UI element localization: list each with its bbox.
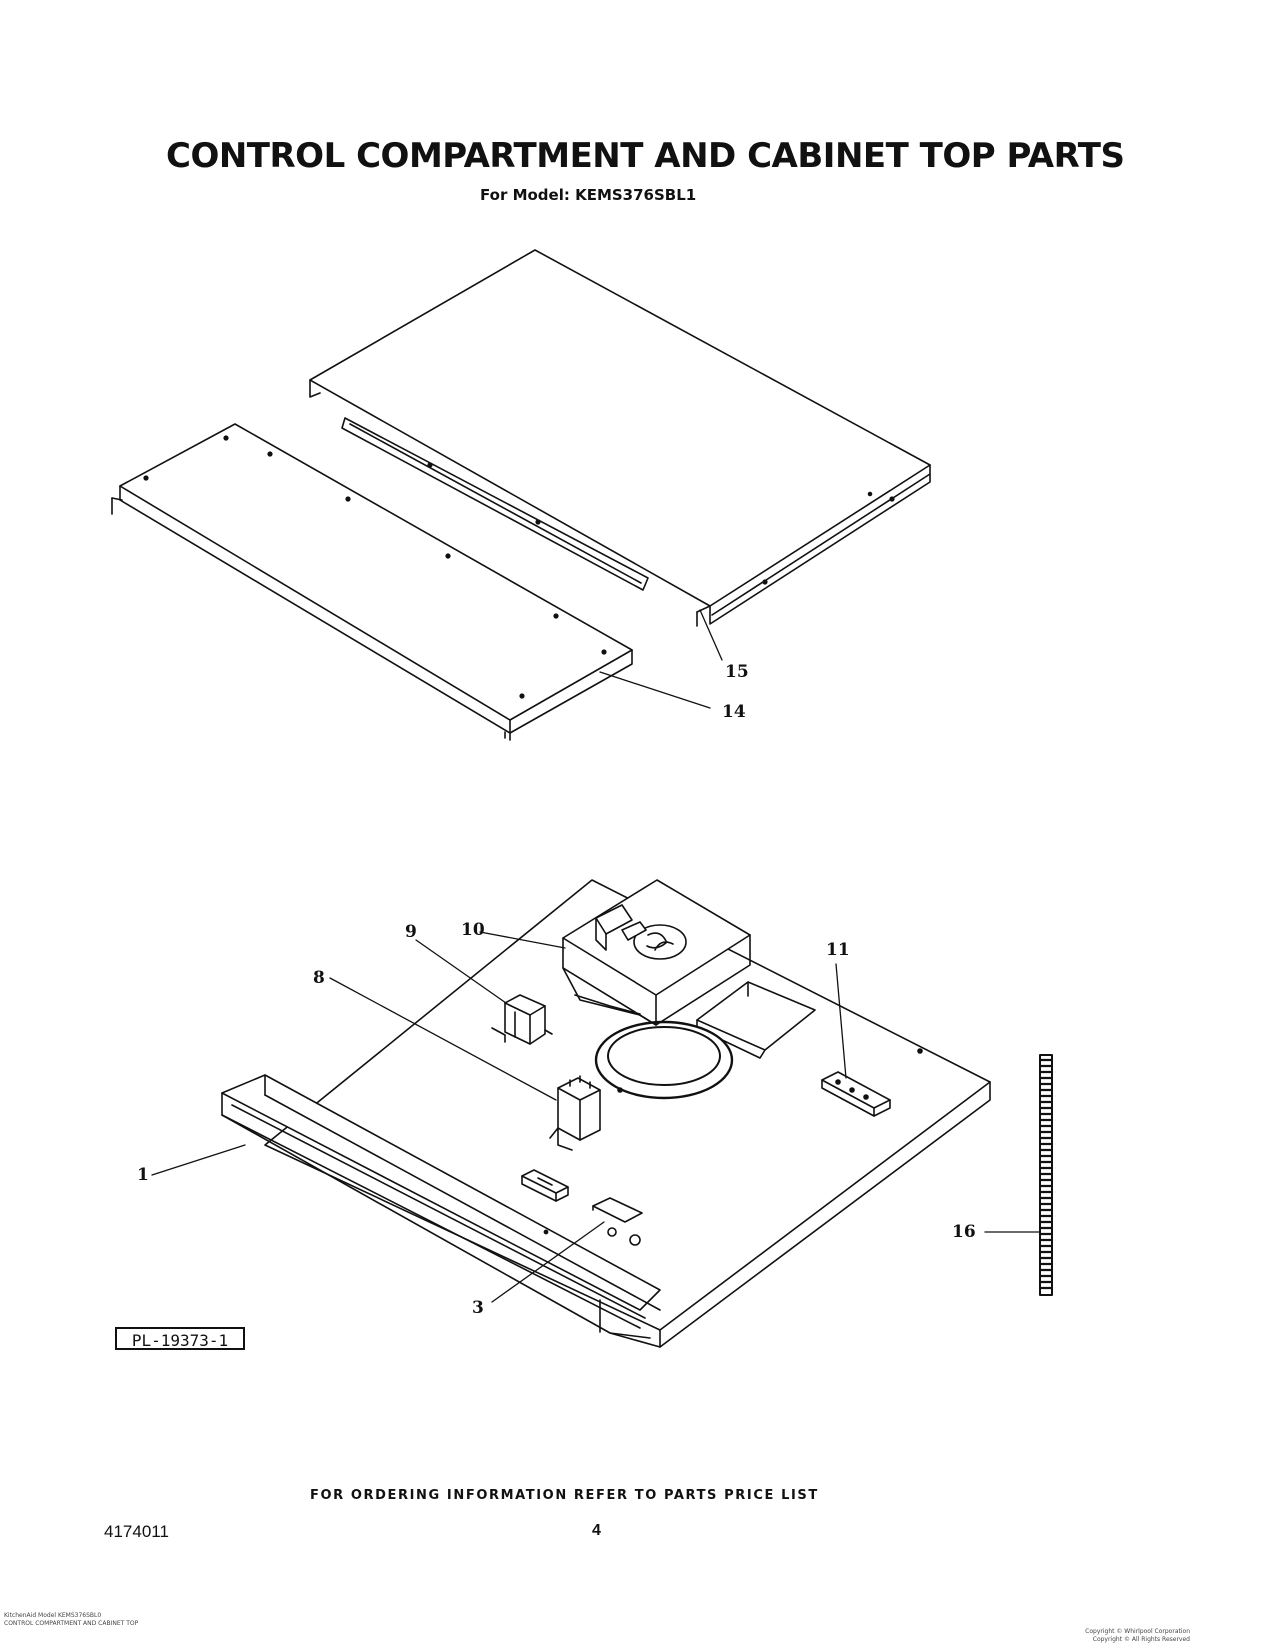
- page-title: CONTROL COMPARTMENT AND CABINET TOP PART…: [166, 136, 1125, 176]
- blower-assembly: [562, 879, 751, 1026]
- callout-part-1: 1: [137, 1165, 149, 1185]
- document-number: 4174011: [104, 1522, 169, 1541]
- ordering-note: FOR ORDERING INFORMATION REFER TO PARTS …: [310, 1488, 819, 1503]
- wire-harness: [1038, 1054, 1054, 1296]
- terminal-block: [821, 1071, 891, 1117]
- footer-fine-print-left-line-1: KitchenAid Model KEMS376SBL0: [4, 1612, 102, 1619]
- callout-part-11: 11: [826, 940, 850, 960]
- callout-part-15: 15: [725, 662, 749, 682]
- page-number: 4: [592, 1522, 601, 1539]
- footer-fine-print-right-line-2: Copyright © All Rights Reserved: [1092, 1636, 1190, 1643]
- control-compartment-base: [221, 879, 991, 1348]
- callout-part-10: 10: [461, 920, 485, 940]
- wire-connector: [521, 1169, 569, 1202]
- cabinet-top-panel: [309, 249, 931, 627]
- footer-fine-print-left: KitchenAid Model KEMS376SBL0 CONTROL COM…: [4, 1612, 138, 1628]
- footer-fine-print-left-line-2: CONTROL COMPARTMENT AND CABINET TOP: [4, 1620, 139, 1627]
- relay: [549, 1075, 601, 1151]
- model-subtitle: For Model: KEMS376SBL1: [480, 186, 697, 204]
- transformer: [491, 994, 553, 1045]
- callout-part-8: 8: [313, 968, 325, 988]
- callout-part-14: 14: [722, 702, 746, 722]
- plate-number: PL-19373-1: [115, 1327, 245, 1350]
- callout-part-3: 3: [472, 1298, 484, 1318]
- fuse-holder: [592, 1197, 643, 1246]
- footer-fine-print-right: Copyright © Whirlpool Corporation Copyri…: [960, 1628, 1190, 1644]
- leader-lines: [151, 609, 1041, 1303]
- callout-part-9: 9: [405, 922, 417, 942]
- control-mounting-bracket: [111, 423, 633, 741]
- callout-part-16: 16: [952, 1222, 976, 1242]
- footer-fine-print-right-line-1: Copyright © Whirlpool Corporation: [1085, 1628, 1190, 1635]
